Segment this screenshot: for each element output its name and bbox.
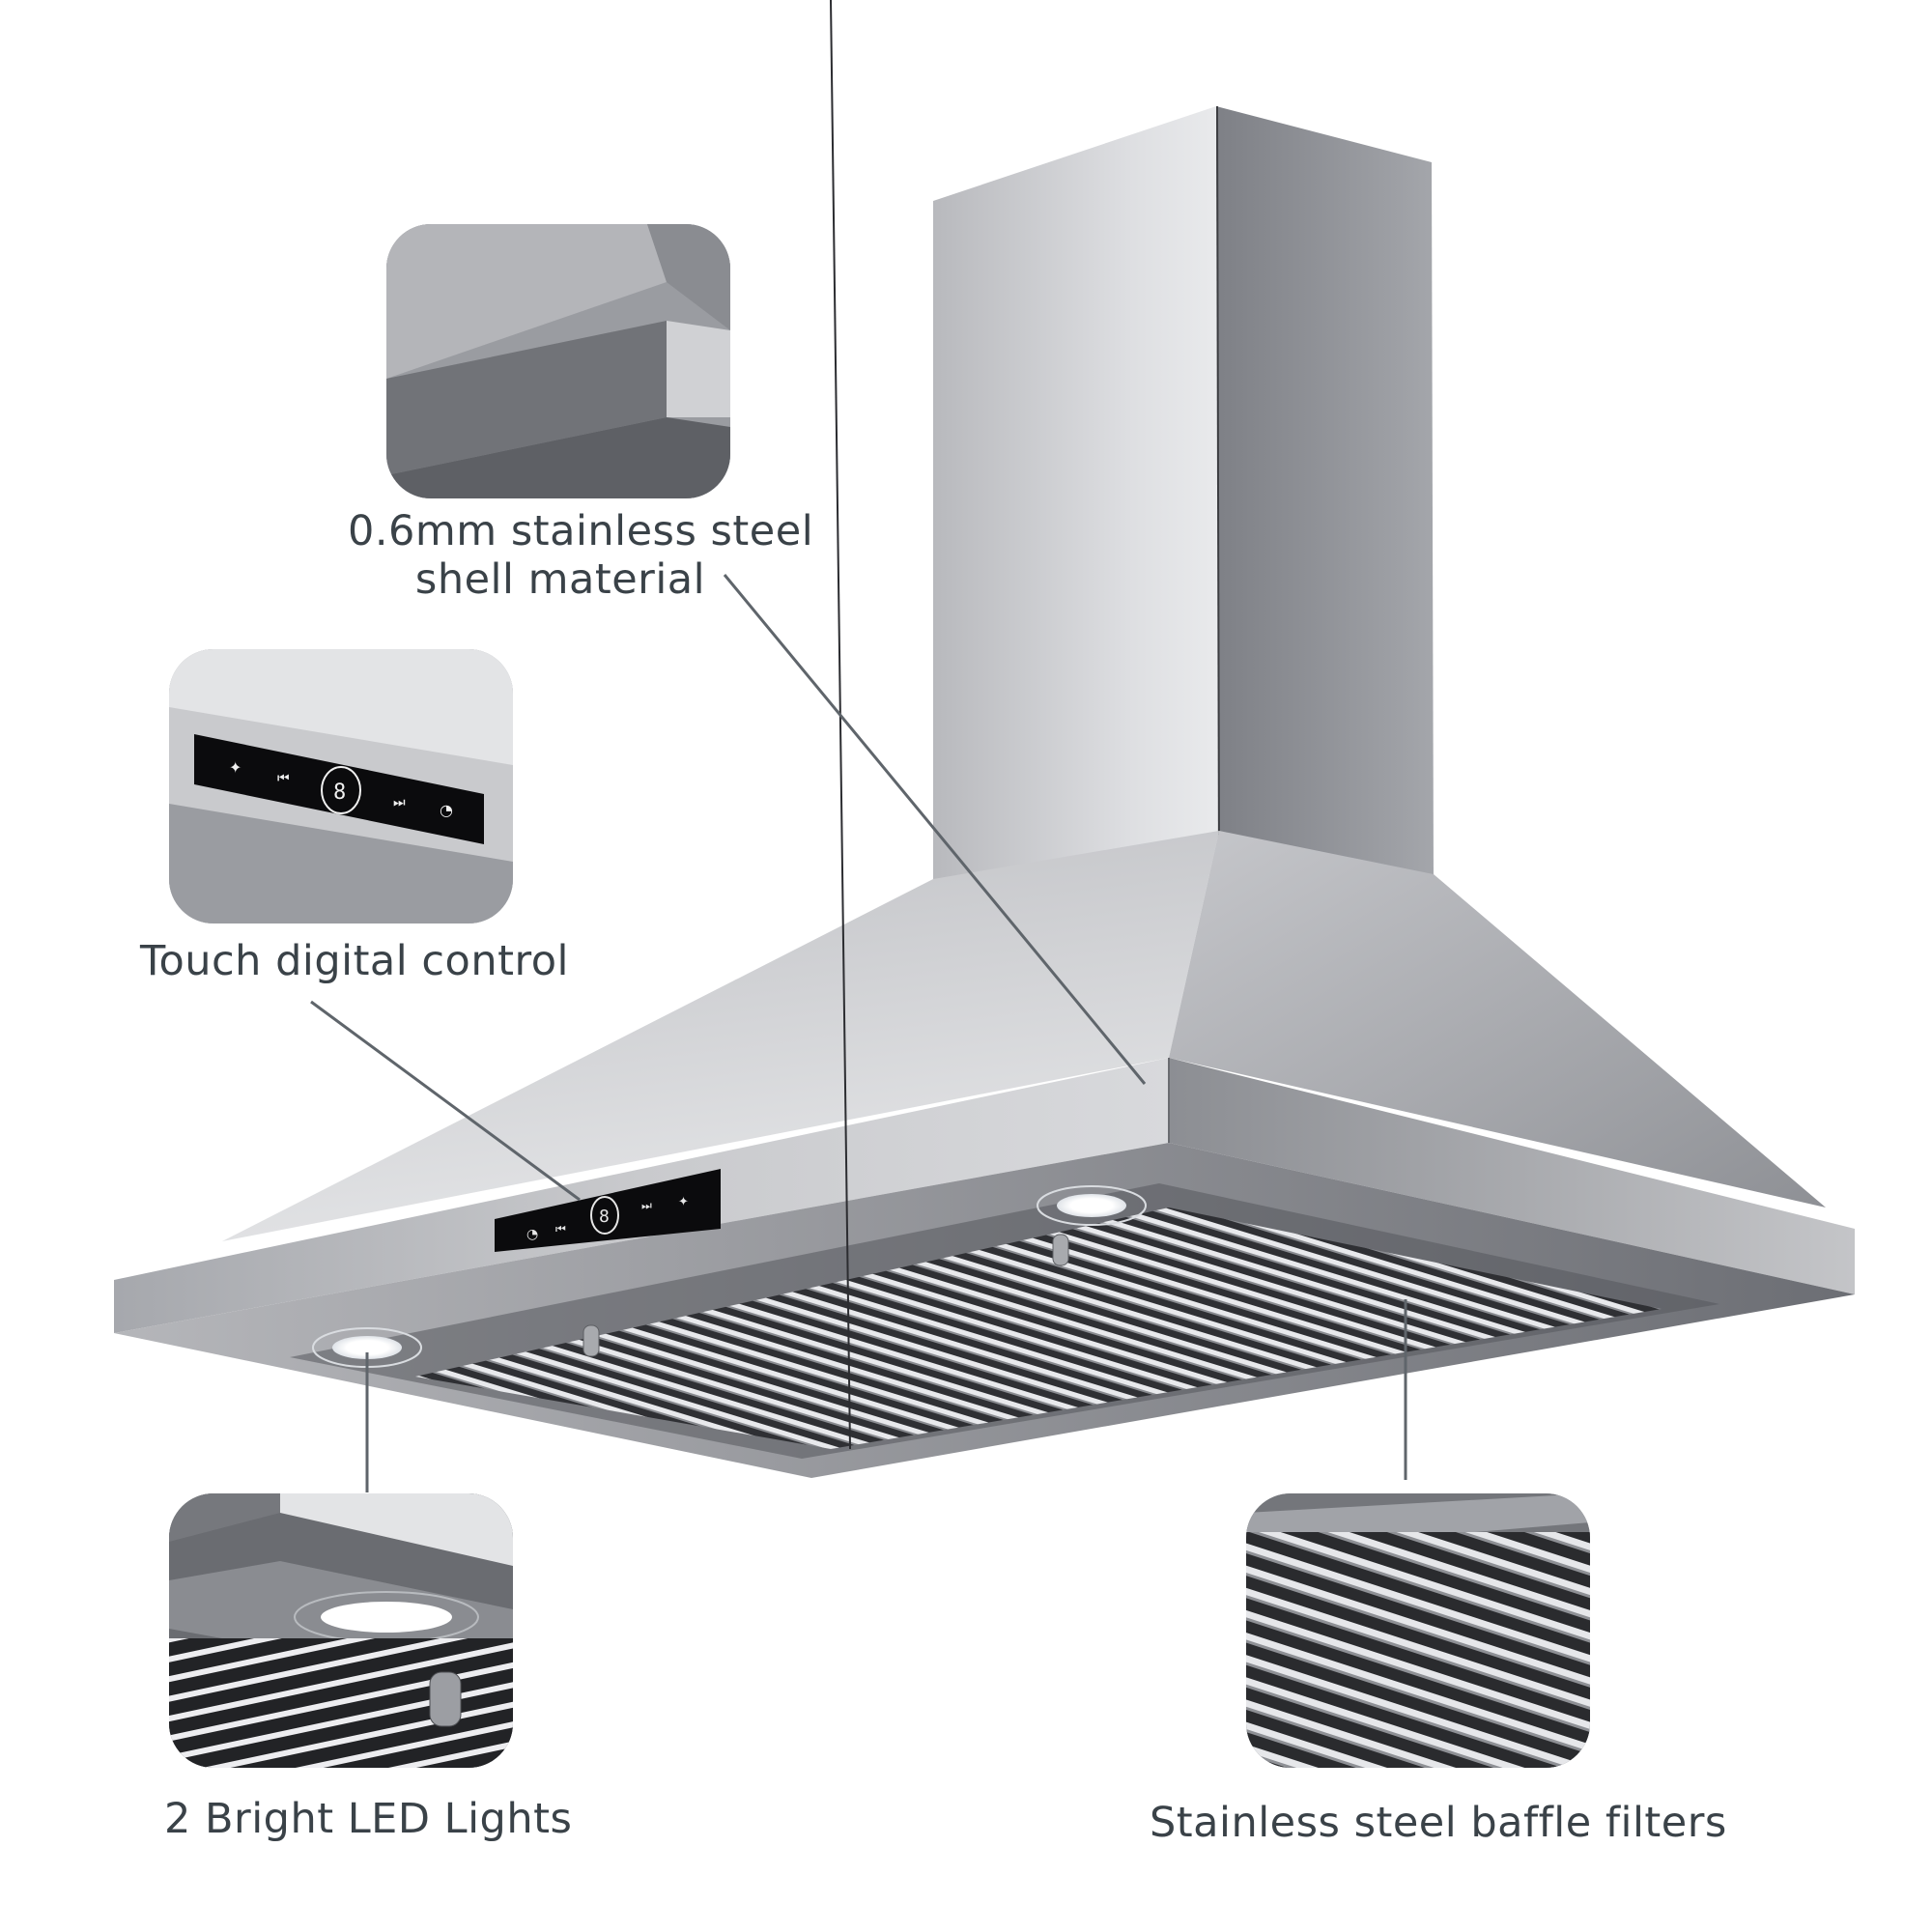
label-shell-line2: shell material bbox=[414, 555, 706, 604]
svg-text:8: 8 bbox=[333, 781, 346, 805]
filter-knob-left bbox=[582, 1324, 600, 1357]
label-baffle-filters: Stainless steel baffle filters bbox=[1150, 1799, 1727, 1847]
filter-knob-right bbox=[1052, 1234, 1069, 1266]
label-shell-material: 0.6mm stainless steel shell material bbox=[348, 507, 814, 604]
callout-lines bbox=[310, 574, 1407, 1492]
chimney bbox=[933, 105, 1434, 889]
label-led-lights: 2 Bright LED Lights bbox=[164, 1795, 573, 1843]
canopy bbox=[222, 831, 1826, 1241]
led-light-right bbox=[1037, 1185, 1147, 1226]
svg-text:✦: ✦ bbox=[229, 758, 242, 777]
svg-text:◔: ◔ bbox=[440, 801, 453, 819]
inset-control-closeup: ✦ ⏮ 8 ⏭ ◔ bbox=[169, 649, 513, 923]
light-icon: ✦ bbox=[678, 1195, 689, 1209]
digit-display: 8 bbox=[599, 1207, 610, 1227]
svg-text:⏭: ⏭ bbox=[393, 795, 406, 810]
inset-shell-closeup bbox=[386, 224, 730, 498]
hood-control-panel[interactable]: ◔ ⏮ 8 ⏭ ✦ bbox=[495, 1169, 721, 1252]
inset-filters-closeup bbox=[1246, 1493, 1590, 1768]
timer-icon: ◔ bbox=[526, 1227, 538, 1242]
svg-text:⏮: ⏮ bbox=[277, 771, 290, 786]
label-touch-control: Touch digital control bbox=[140, 937, 569, 985]
callout-line-control bbox=[310, 1000, 581, 1202]
label-shell-line1: 0.6mm stainless steel bbox=[348, 507, 814, 555]
underside bbox=[114, 0, 1855, 1478]
callout-line-shell bbox=[723, 574, 1147, 1085]
fan-speed-down-icon: ⏮ bbox=[555, 1222, 566, 1236]
inset-led-closeup bbox=[169, 1493, 513, 1768]
fan-speed-up-icon: ⏭ bbox=[641, 1199, 652, 1212]
